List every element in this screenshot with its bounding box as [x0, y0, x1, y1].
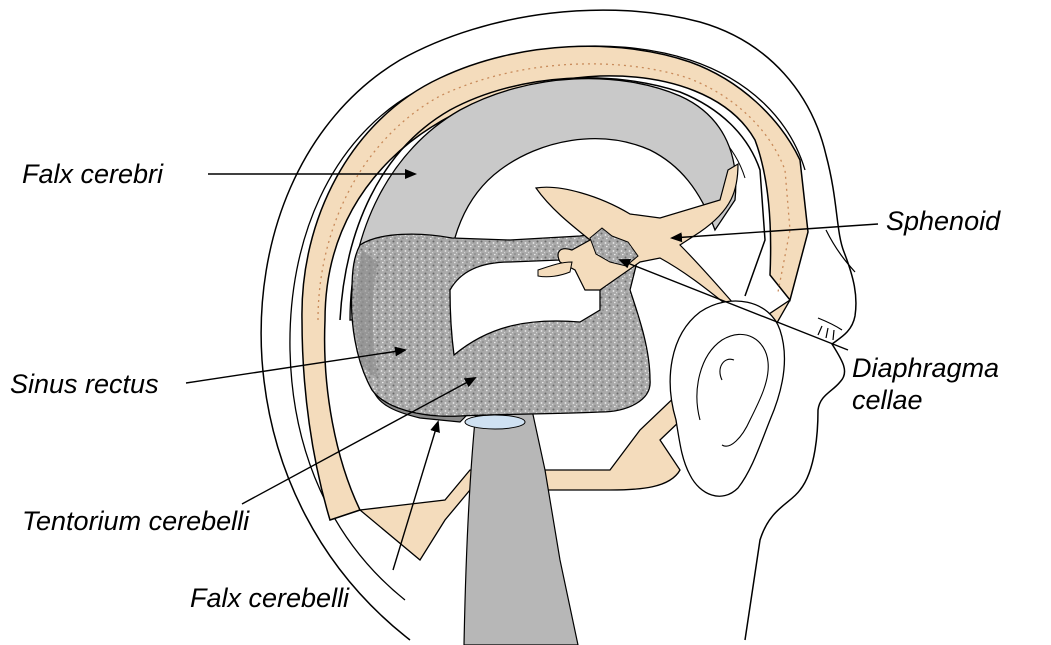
- face-line: [818, 230, 855, 340]
- ear: [670, 301, 784, 496]
- label-sinus-rectus: Sinus rectus: [10, 368, 159, 400]
- label-falx-cerebri: Falx cerebri: [22, 158, 163, 190]
- csf-space: [465, 415, 525, 429]
- label-diaphragma-line2: cellae: [852, 384, 999, 416]
- label-tentorium-cerebelli: Tentorium cerebelli: [22, 505, 249, 537]
- brainstem: [464, 410, 578, 645]
- pointer-tentorium: [242, 378, 475, 504]
- label-sphenoid: Sphenoid: [886, 205, 1000, 237]
- label-diaphragma-cellae: Diaphragma cellae: [852, 352, 999, 416]
- label-falx-cerebelli: Falx cerebelli: [190, 582, 349, 614]
- label-diaphragma-line1: Diaphragma: [852, 352, 999, 384]
- sphenoid-detail: [538, 262, 572, 277]
